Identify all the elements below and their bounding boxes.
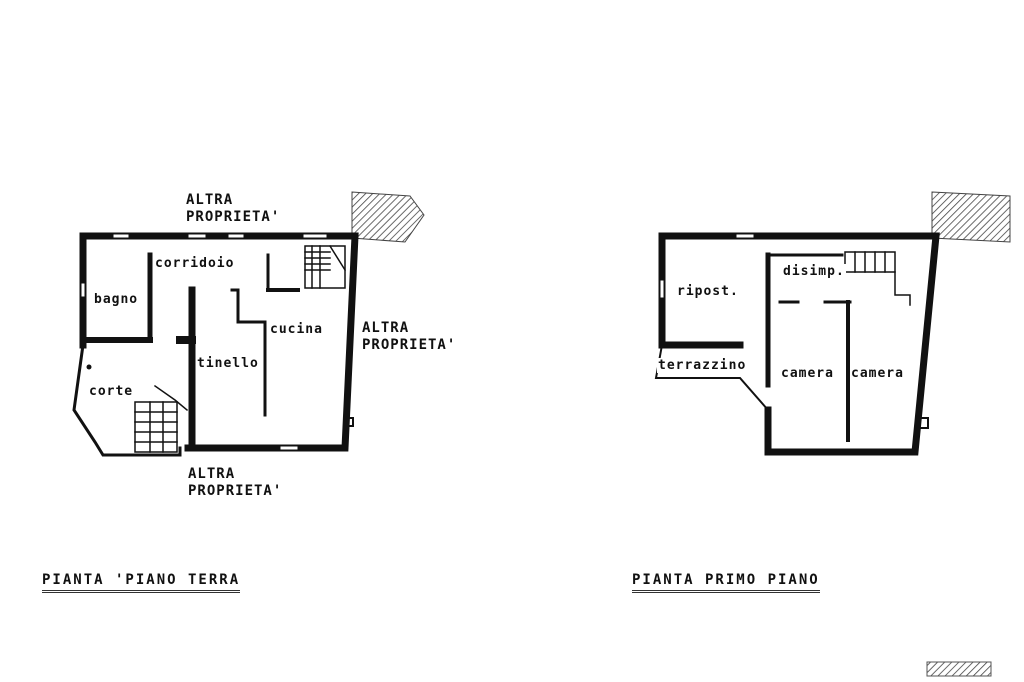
room-label-bagno: bagno: [93, 292, 140, 307]
neighbor-hatch-ground: [351, 191, 425, 243]
stamp-mark: [926, 661, 992, 677]
room-label-cucina: cucina: [269, 322, 324, 337]
first-floor-title: PIANTA PRIMO PIANO: [632, 572, 820, 593]
first-floor-plan: [654, 191, 1011, 456]
room-label-terrazzino: terrazzino: [657, 358, 748, 373]
neighbor-label-bottom: ALTRA PROPRIETA': [188, 466, 282, 500]
neighbor-label-top: ALTRA PROPRIETA': [186, 192, 280, 226]
room-label-camera-2: camera: [850, 366, 905, 381]
room-label-disimpegno: disimp.: [782, 264, 846, 279]
neighbor-top-line1: ALTRA: [186, 192, 234, 208]
neighbor-right-line1: ALTRA: [362, 320, 410, 336]
first-exterior-wall: [658, 232, 940, 456]
room-label-corte: corte: [88, 384, 135, 399]
neighbor-bottom-line2: PROPRIETA': [188, 483, 283, 499]
room-label-ripostiglio: ripost.: [676, 284, 740, 299]
room-label-camera-1: camera: [780, 366, 835, 381]
neighbor-label-right: ALTRA PROPRIETA': [362, 320, 456, 354]
room-label-corridoio: corridoio: [154, 256, 236, 271]
ground-floor-title: PIANTA 'PIANO TERRA: [42, 572, 241, 593]
room-label-tinello: tinello: [196, 356, 260, 371]
courtyard-outline: [72, 343, 182, 457]
neighbor-right-line2: PROPRIETA': [362, 337, 457, 353]
ground-floor-plan: [72, 191, 425, 457]
neighbor-bottom-line1: ALTRA: [188, 466, 236, 482]
neighbor-top-line2: PROPRIETA': [186, 209, 281, 225]
neighbor-hatch-first: [931, 191, 1011, 243]
